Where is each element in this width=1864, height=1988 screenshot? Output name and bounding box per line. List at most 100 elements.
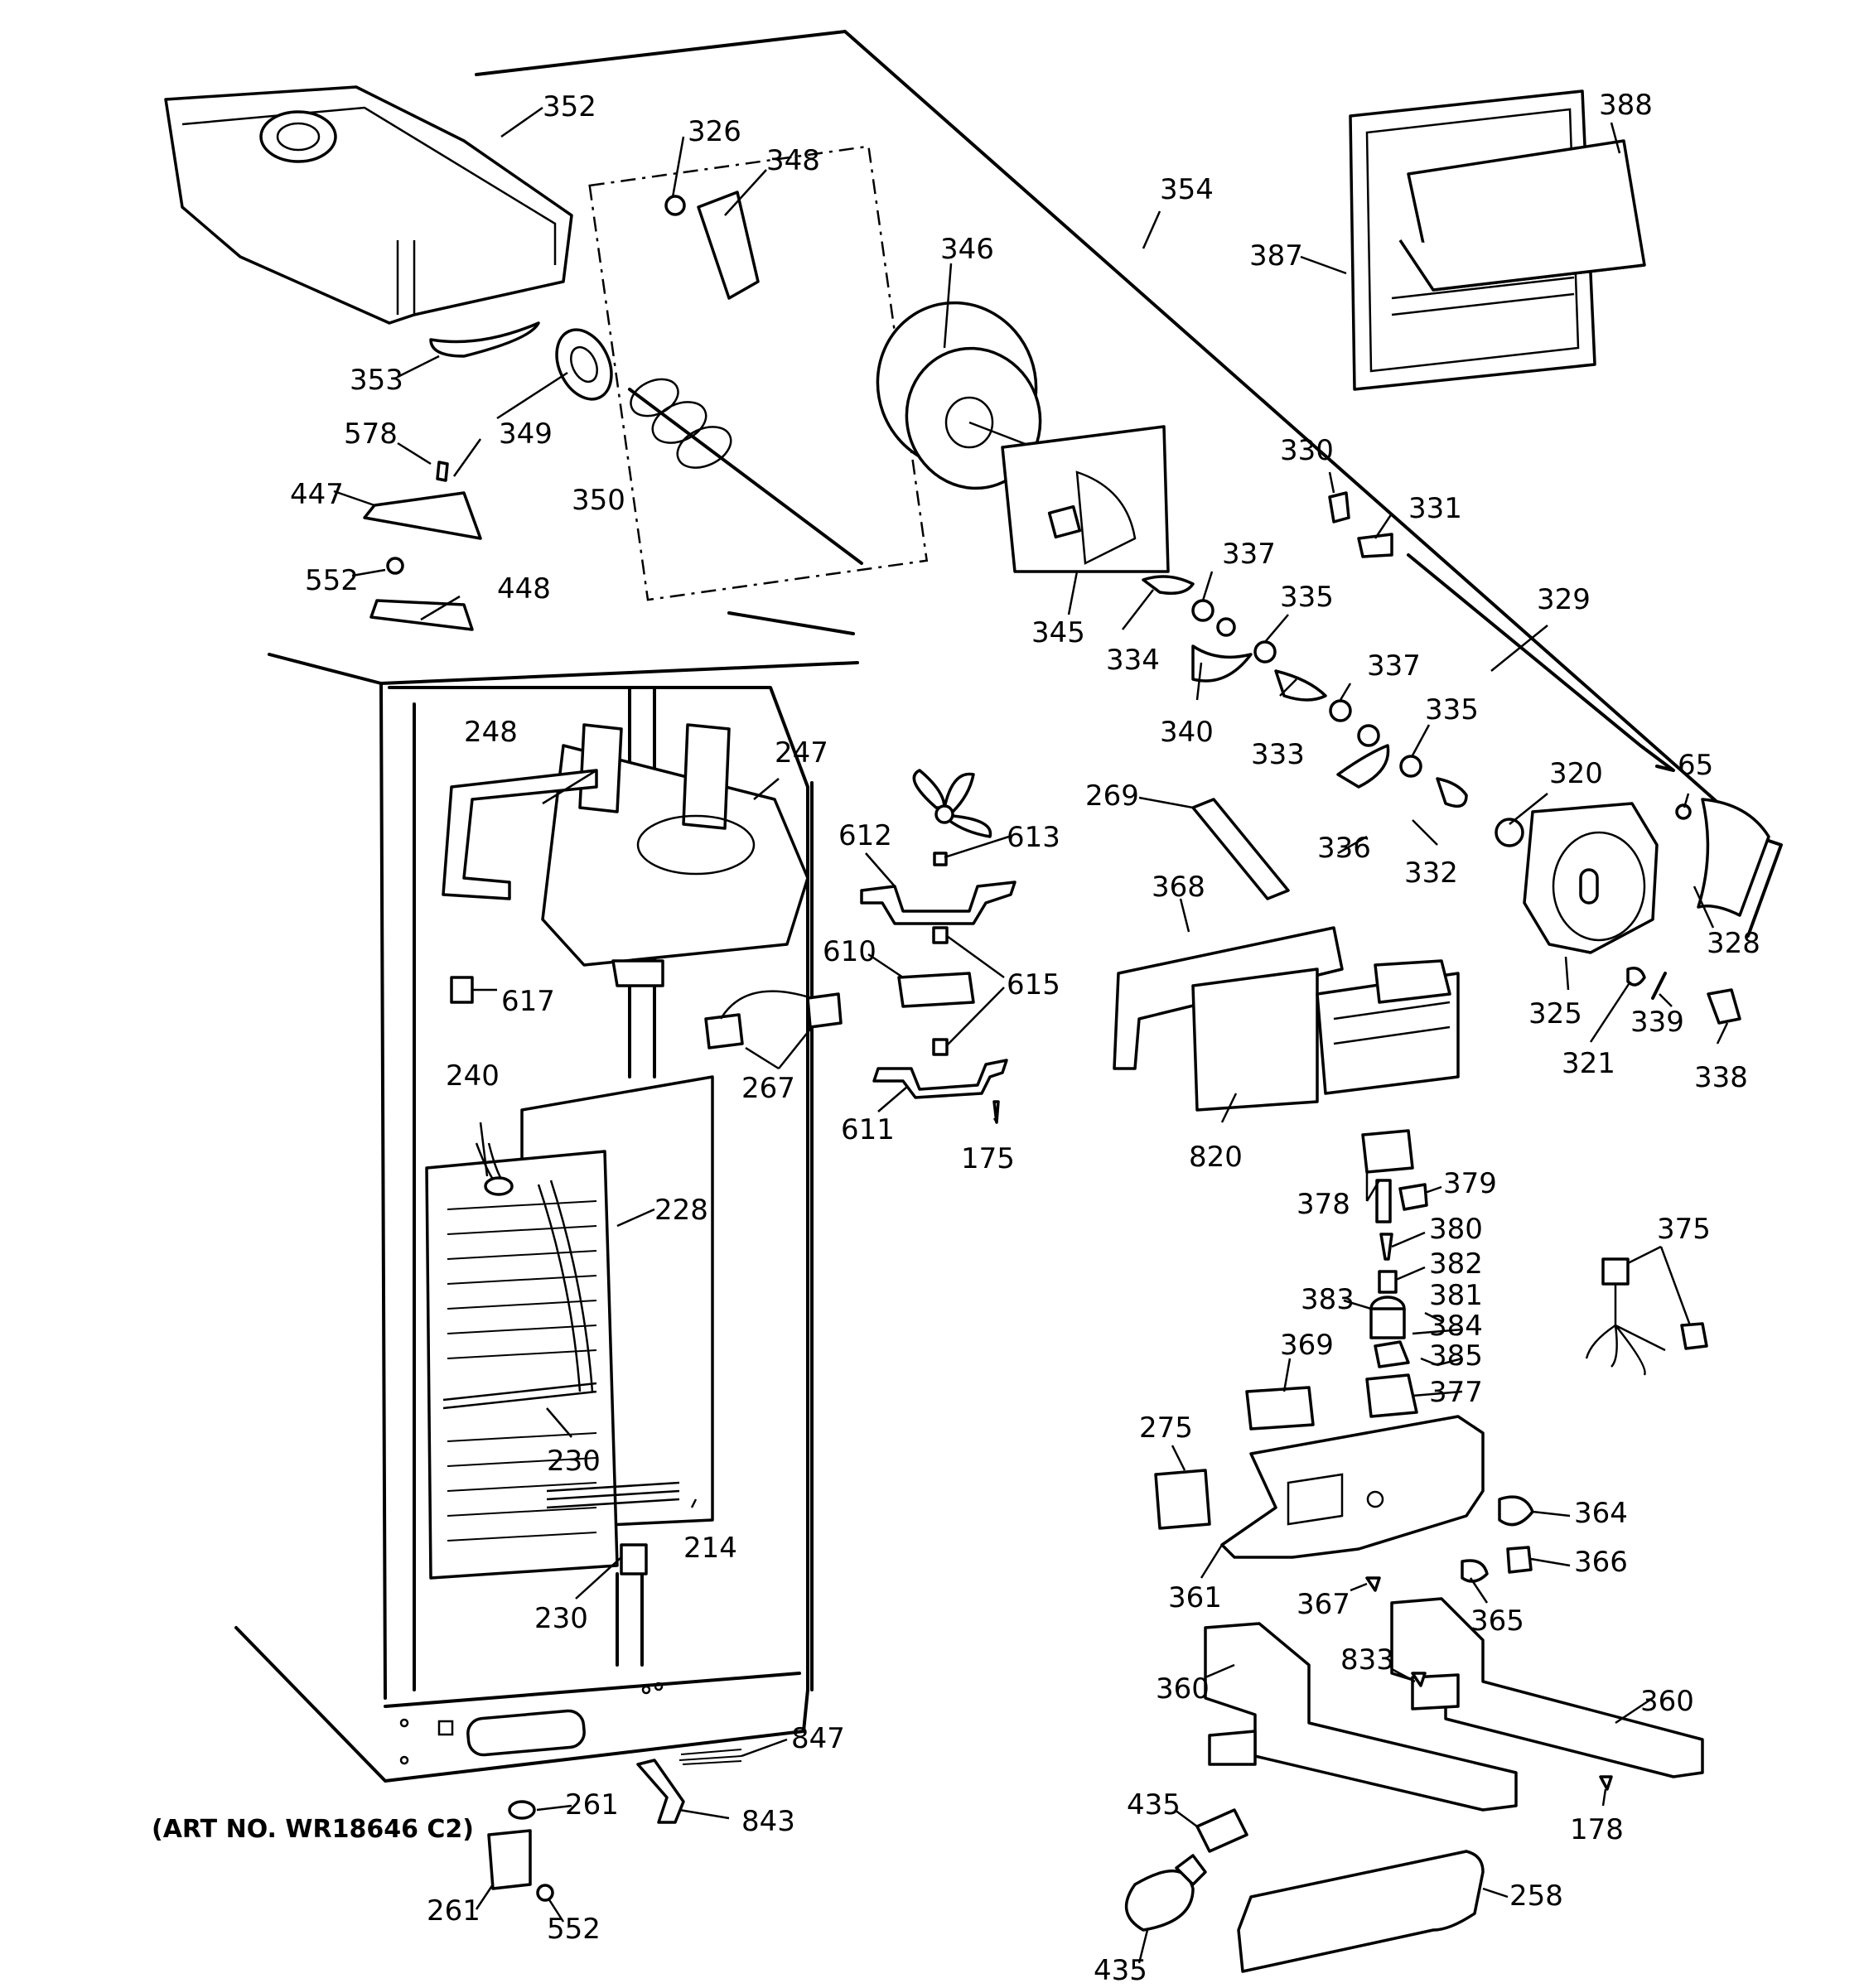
callout-337b: 337 xyxy=(1367,649,1421,683)
callout-331: 331 xyxy=(1408,492,1462,525)
callout-367: 367 xyxy=(1297,1588,1350,1621)
wiring-part xyxy=(450,976,843,1196)
callout-336: 336 xyxy=(1317,832,1371,865)
air-duct-part xyxy=(442,723,809,987)
callout-228: 228 xyxy=(654,1194,708,1227)
callout-615: 615 xyxy=(1007,968,1060,1001)
callout-365: 365 xyxy=(1470,1604,1524,1638)
callout-377: 377 xyxy=(1429,1376,1483,1409)
dispenser-door-part xyxy=(1349,89,1646,391)
ice-bucket-part xyxy=(164,85,573,358)
callout-384: 384 xyxy=(1429,1310,1483,1343)
rail-part xyxy=(1204,1597,1704,1812)
callout-340: 340 xyxy=(1160,716,1214,749)
callout-610: 610 xyxy=(823,935,876,968)
lamp-part xyxy=(1124,1808,1485,1973)
callout-366: 366 xyxy=(1574,1546,1628,1579)
callout-230b: 230 xyxy=(534,1602,588,1635)
callout-214: 214 xyxy=(683,1532,737,1565)
callout-334: 334 xyxy=(1106,644,1160,677)
callout-383: 383 xyxy=(1301,1283,1355,1316)
callout-368: 368 xyxy=(1152,871,1205,904)
callout-611: 611 xyxy=(841,1113,895,1146)
callout-552a: 552 xyxy=(305,564,359,597)
evaporator-part xyxy=(425,1075,714,1580)
callout-65: 65 xyxy=(1678,749,1713,782)
callout-448: 448 xyxy=(497,572,551,606)
callout-345: 345 xyxy=(1031,616,1085,649)
callout-360a: 360 xyxy=(1156,1672,1210,1706)
callout-269: 269 xyxy=(1085,779,1139,813)
callout-332: 332 xyxy=(1404,856,1458,890)
callout-380: 380 xyxy=(1429,1213,1483,1246)
callout-328: 328 xyxy=(1707,927,1760,960)
callout-261a: 261 xyxy=(565,1788,619,1822)
callout-338: 338 xyxy=(1694,1061,1748,1094)
callout-352: 352 xyxy=(543,90,596,123)
callout-349: 349 xyxy=(499,417,553,451)
cabinet-frame-part xyxy=(234,653,859,1783)
callout-617: 617 xyxy=(501,985,555,1018)
callout-387: 387 xyxy=(1249,239,1303,273)
callout-330: 330 xyxy=(1280,434,1334,467)
callout-275: 275 xyxy=(1139,1411,1193,1445)
callout-178: 178 xyxy=(1570,1813,1624,1846)
callout-361: 361 xyxy=(1168,1581,1222,1614)
art-number-label: (ART NO. WR18646 C2) xyxy=(152,1815,474,1844)
callout-612: 612 xyxy=(838,819,892,852)
callout-354: 354 xyxy=(1160,173,1214,206)
callout-353: 353 xyxy=(350,364,403,397)
callout-385: 385 xyxy=(1429,1339,1483,1373)
callout-248: 248 xyxy=(464,716,518,749)
callout-337a: 337 xyxy=(1222,538,1276,571)
dispenser-motor-part xyxy=(1495,798,1770,1025)
callout-843: 843 xyxy=(741,1805,795,1838)
dispenser-frame-part xyxy=(1154,1386,1534,1592)
auger-assembly-part xyxy=(555,145,929,601)
callout-335a: 335 xyxy=(1280,581,1334,614)
wire-harness-part xyxy=(1585,1257,1708,1376)
callout-388: 388 xyxy=(1599,89,1653,122)
callout-348: 348 xyxy=(766,144,820,177)
callout-267: 267 xyxy=(741,1072,795,1105)
callout-258: 258 xyxy=(1509,1879,1563,1913)
callout-labels: 352 326 348 346 354 388 387 353 349 578 … xyxy=(290,89,1760,1987)
fan-assembly-part xyxy=(860,769,1017,1124)
callout-329: 329 xyxy=(1537,583,1591,616)
callout-435a: 435 xyxy=(1127,1788,1181,1822)
callout-369: 369 xyxy=(1280,1329,1334,1362)
callout-847: 847 xyxy=(791,1722,845,1755)
callout-379: 379 xyxy=(1443,1167,1497,1200)
callout-833: 833 xyxy=(1340,1643,1394,1677)
cam-linkage-part xyxy=(1142,491,1675,808)
callout-326: 326 xyxy=(688,115,741,148)
callout-378: 378 xyxy=(1297,1188,1350,1221)
callout-820: 820 xyxy=(1189,1141,1243,1174)
callout-230a: 230 xyxy=(547,1445,601,1478)
callout-335b: 335 xyxy=(1425,693,1479,726)
callout-320: 320 xyxy=(1549,757,1603,790)
callout-339: 339 xyxy=(1630,1006,1684,1039)
callout-333: 333 xyxy=(1251,738,1305,771)
callout-240: 240 xyxy=(446,1059,500,1093)
callout-360b: 360 xyxy=(1640,1685,1694,1718)
ice-maker-part xyxy=(1113,798,1460,1112)
callout-350: 350 xyxy=(572,484,625,517)
callout-261b: 261 xyxy=(427,1894,480,1928)
callout-382: 382 xyxy=(1429,1247,1483,1281)
callout-375: 375 xyxy=(1657,1213,1711,1246)
hinge-hardware-part xyxy=(487,1749,742,1902)
leader-lines xyxy=(333,106,1729,1964)
callout-435b: 435 xyxy=(1094,1954,1147,1987)
callout-364: 364 xyxy=(1574,1497,1628,1530)
callout-552b: 552 xyxy=(547,1913,601,1946)
callout-321: 321 xyxy=(1562,1047,1615,1080)
callout-447: 447 xyxy=(290,478,344,511)
callout-247: 247 xyxy=(775,736,828,770)
callout-346: 346 xyxy=(940,233,994,266)
solenoid-part xyxy=(1361,1129,1442,1418)
motor-plate-part xyxy=(1001,425,1170,573)
callout-175: 175 xyxy=(961,1142,1015,1175)
callout-578: 578 xyxy=(344,417,398,451)
